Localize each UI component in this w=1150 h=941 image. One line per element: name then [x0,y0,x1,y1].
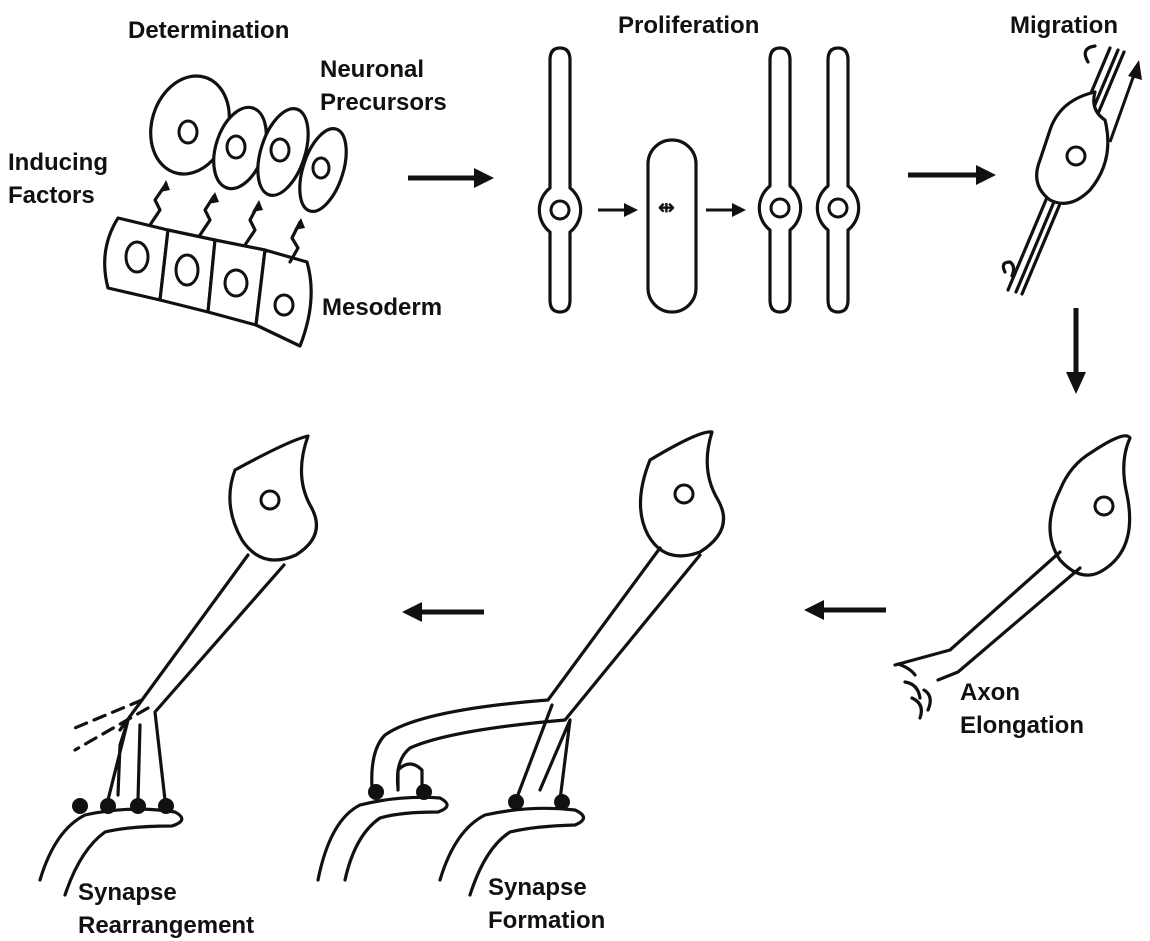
cell-nucleus [551,201,569,219]
inducing-factors-label-line1: Inducing [8,149,108,176]
synapse-rearrangement-stage: Synapse Rearrangement [40,436,316,939]
mitotic-spindle-icon: ⇹ [658,197,675,219]
determination-stage: Determination Neuronal Precursors Induci… [8,17,447,346]
axon-branch [372,548,660,788]
axon-branch [398,555,701,788]
squiggle-arrowhead [160,180,170,192]
migration-stage: Migration [1003,12,1142,294]
mesoderm-nucleus [176,255,198,285]
precursor-nucleus [313,158,329,178]
mesoderm-nucleus [275,295,293,315]
cell-nucleus [829,199,847,217]
arrow-to-axon-elongation [1066,308,1086,394]
squiggle-arrowhead [294,218,305,230]
migration-title: Migration [1010,12,1118,39]
axon [120,555,248,730]
glial-endfoot [1003,262,1013,276]
cell-nucleus [1095,497,1113,515]
precursor-nucleus [271,139,289,161]
arrow-to-synapse-formation [804,600,886,620]
proliferation-title: Proliferation [618,12,759,39]
axon-elongation-label-line1: Axon [960,679,1020,706]
neuronal-precursors-label-line1: Neuronal [320,56,424,83]
cell-nucleus [771,199,789,217]
axon [895,552,1060,665]
cell-nucleus [261,491,279,509]
axon [155,565,284,800]
axon [938,568,1080,680]
neuron-cell-body [1050,436,1130,575]
synaptic-bouton [368,784,384,800]
mesoderm-nucleus [126,242,148,272]
growth-cone [898,664,930,718]
small-arrow [624,203,638,217]
synapse-rearrangement-label-line1: Synapse [78,879,177,906]
inducing-factors-label-line2: Factors [8,182,95,209]
arrow-to-synapse-rearrangement [402,602,484,622]
arrow-to-migration [908,165,996,185]
determination-title: Determination [128,17,289,44]
cell-nucleus [1067,147,1085,165]
small-arrow [732,203,746,217]
proliferation-stage: Proliferation ⇹ [539,12,858,312]
synaptic-bouton [72,798,88,814]
glial-endfoot [1085,46,1095,62]
squiggle-arrowhead [208,192,219,204]
mesoderm-label: Mesoderm [322,294,442,321]
synapse-formation-label-line2: Formation [488,907,605,934]
squiggle-arrowhead [252,200,263,212]
mesoderm-nucleus [225,270,247,296]
synaptic-bouton [130,798,146,814]
axon-elongation-stage: Axon Elongation [895,436,1130,739]
precursor-nucleus [179,121,197,143]
synapse-rearrangement-label-line2: Rearrangement [78,912,254,939]
arrow-to-proliferation [408,168,494,188]
daughter-cell [759,48,800,312]
migration-direction-arrow [1128,60,1142,80]
mitotic-cell [648,140,696,312]
synapse-formation-stage: Synapse Formation [318,432,724,934]
dividing-cell [539,48,580,312]
precursor-nucleus [227,136,245,158]
cell-nucleus [675,485,693,503]
synapse-formation-label-line1: Synapse [488,874,587,901]
neuronal-precursors-label-line2: Precursors [320,89,447,116]
axon-terminal [108,720,140,800]
daughter-cell [817,48,858,312]
axon-elongation-label-line2: Elongation [960,712,1084,739]
mesoderm-cells [105,218,312,346]
synaptic-bouton [508,794,524,810]
target-cell [318,797,447,880]
